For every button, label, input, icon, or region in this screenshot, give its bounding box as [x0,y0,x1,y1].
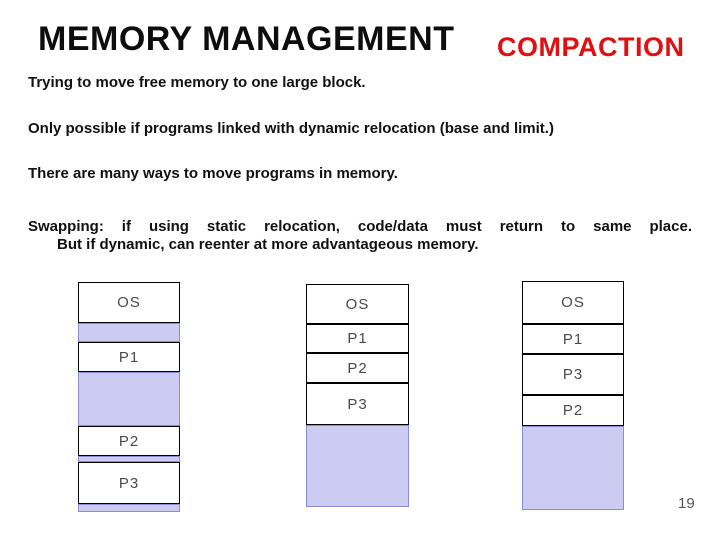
memory-block-label: P2 [347,359,368,377]
free-memory-block [78,456,180,462]
memory-block-p1: P1 [78,342,180,372]
memory-block-label: OS [117,294,141,311]
slide-subtitle-compaction: COMPACTION [497,32,685,62]
memory-block-p1: P1 [306,324,409,353]
body-line-dynamic-relocation: Only possible if programs linked with dy… [28,120,554,137]
free-memory-block [78,372,180,426]
memory-block-p3: P3 [522,354,624,395]
memory-block-label: P3 [347,395,368,413]
body-line-many-ways: There are many ways to move programs in … [28,165,398,182]
free-memory-block [78,323,180,342]
memory-block-label: OS [561,294,585,311]
memory-block-label: P1 [118,348,140,366]
memory-block-label: P2 [562,402,584,419]
memory-block-p2: P2 [306,353,409,383]
memory-block-label: P1 [562,330,584,348]
memory-block-label: P3 [562,366,584,383]
free-memory-block [78,504,180,512]
memory-block-label: P3 [118,474,140,492]
swapping-line-1: Swapping: if using static relocation, co… [28,218,692,235]
memory-block-p2: P2 [78,426,180,456]
body-line-free-memory: Trying to move free memory to one large … [28,74,366,91]
swapping-line-2: But if dynamic, can reenter at more adva… [57,236,479,253]
free-memory-block [306,425,409,507]
memory-block-label: P1 [347,330,368,347]
memory-block-p3: P3 [306,383,409,425]
slide-title: MEMORY MANAGEMENT [38,20,455,58]
memory-block-p3: P3 [78,462,180,504]
memory-block-os: OS [306,284,409,324]
memory-block-label: OS [345,295,370,313]
memory-block-p2: P2 [522,395,624,426]
memory-block-label: P2 [118,432,140,450]
memory-block-p1: P1 [522,324,624,354]
page-number: 19 [678,495,695,512]
swapping-paragraph: Swapping: if using static relocation, co… [28,218,692,254]
memory-block-os: OS [78,282,180,323]
memory-block-os: OS [522,281,624,324]
free-memory-block [522,426,624,510]
